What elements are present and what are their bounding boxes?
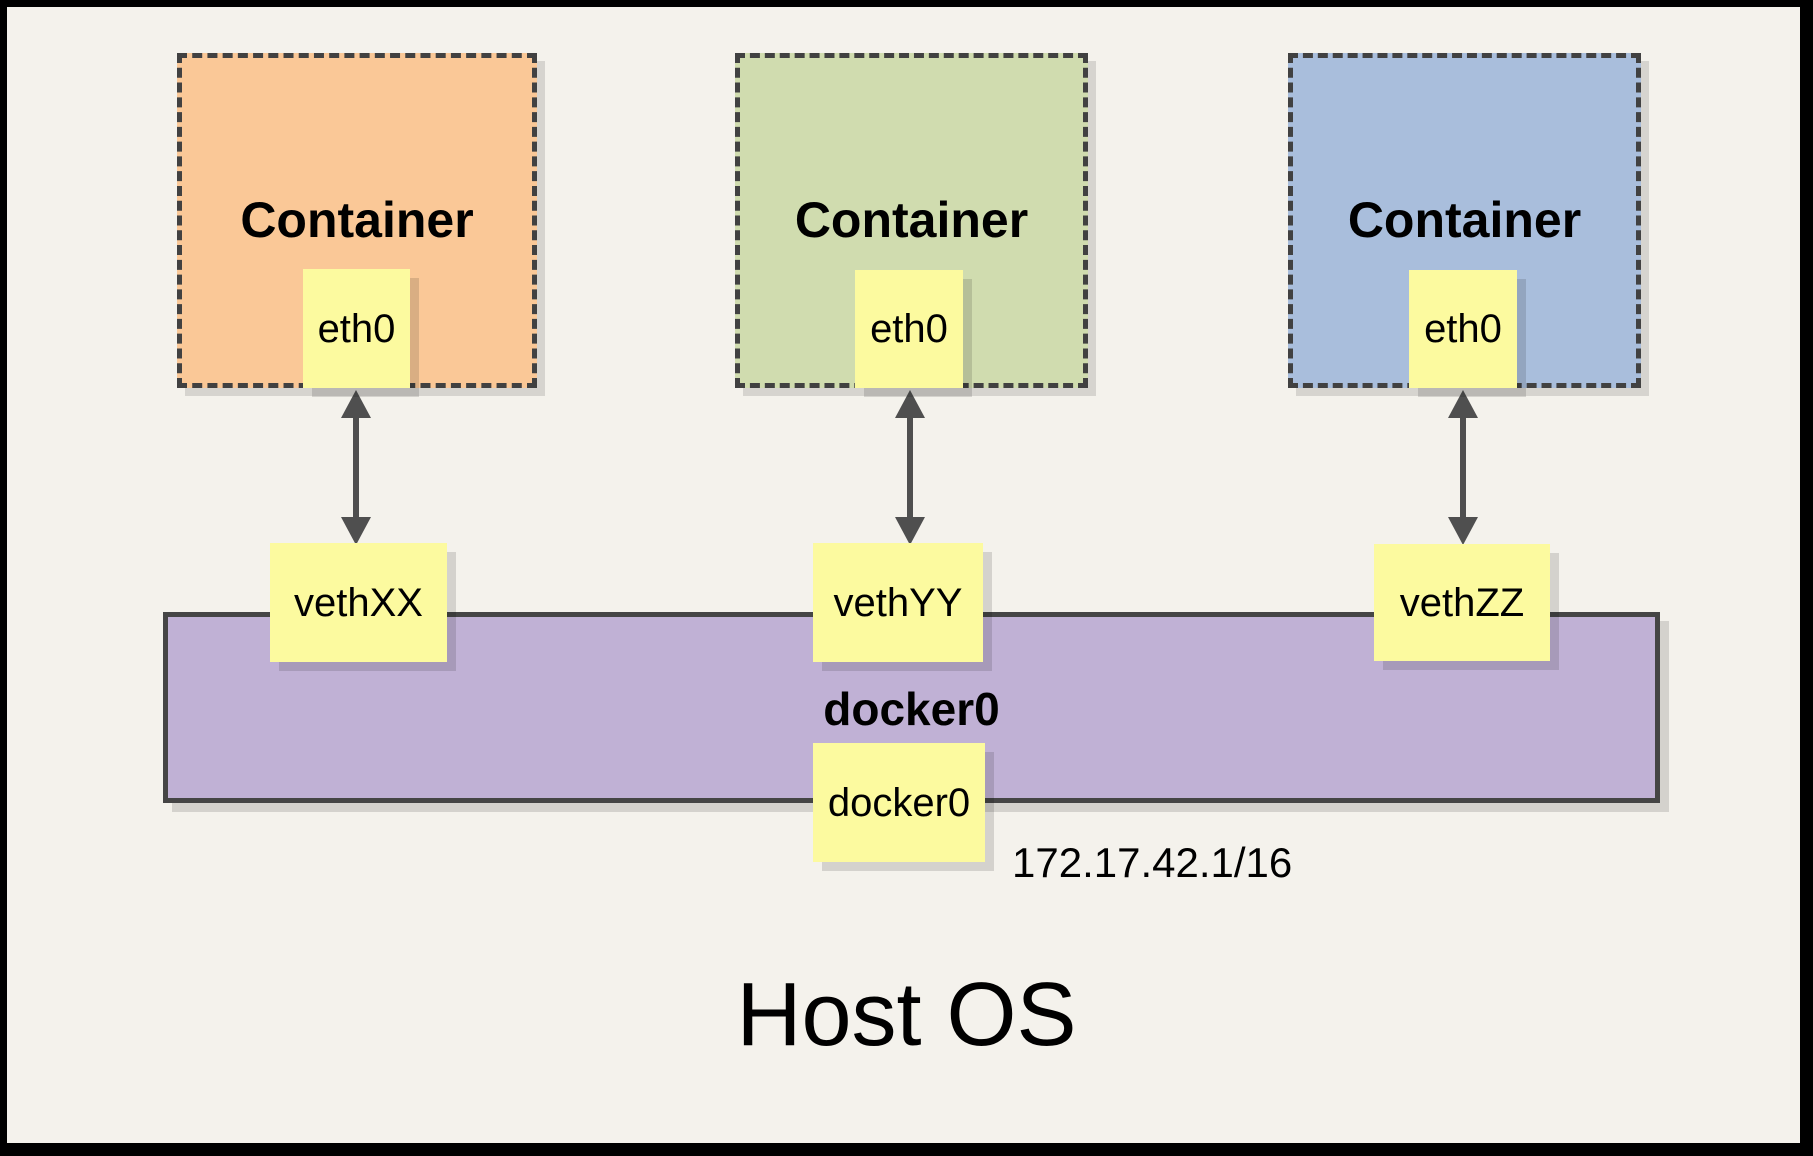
docker0-bridge-label: docker0 [823,683,1000,735]
container-1-label: Container [240,192,474,248]
arrow-1-shaft [353,414,359,521]
eth0-node-2-label: eth0 [870,307,948,351]
eth0-node-1: eth0 [303,269,410,388]
docker0-interface-node: docker0 [813,743,985,862]
eth0-node-3: eth0 [1409,270,1517,388]
eth0-node-3-label: eth0 [1424,307,1502,351]
bidirectional-arrow-2 [895,390,925,545]
vethxx-node-label: vethXX [294,580,423,625]
arrow-2-up-head [895,390,925,418]
vethyy-node: vethYY [813,543,983,662]
bridge-ip-label: 172.17.42.1/16 [1012,839,1293,886]
eth0-node-2: eth0 [855,270,963,388]
arrow-1-down-head [341,517,371,545]
container-3-label: Container [1347,192,1582,248]
arrow-3-up-head [1448,390,1478,418]
vethxx-node: vethXX [270,543,447,662]
vethyy-node-label: vethYY [833,580,963,625]
arrow-2-shaft [907,414,913,521]
arrow-2-down-head [895,517,925,545]
container-2-label: Container [794,192,1029,248]
arrow-3-down-head [1448,517,1478,545]
docker0-interface-node-label: docker0 [827,780,971,825]
bidirectional-arrow-3 [1448,390,1478,545]
eth0-node-1-label: eth0 [317,306,396,351]
host-os-label: Host OS [736,965,1077,1065]
arrow-3-shaft [1460,414,1466,521]
bidirectional-arrow-1 [341,390,371,545]
vethzz-node: vethZZ [1374,544,1550,661]
arrow-1-up-head [341,390,371,418]
vethzz-node-label: vethZZ [1399,580,1525,625]
